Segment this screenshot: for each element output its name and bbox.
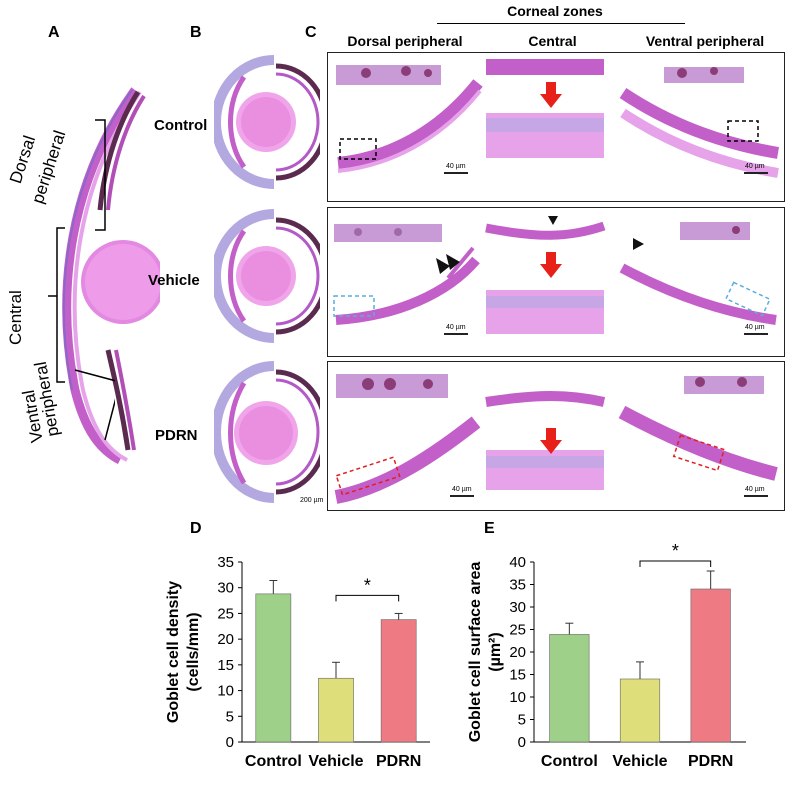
scale-label: 40 µm (745, 486, 765, 493)
panel-b-scale-label: 200 µm (300, 497, 324, 504)
y-tick-label: 40 (509, 554, 526, 571)
panel-b-eye-vehicle (214, 209, 320, 343)
x-tick-label: PDRN (376, 753, 421, 770)
panel-c-histology-vehicle (333, 216, 777, 334)
red-arrow-icon (540, 82, 562, 108)
scale-label: 40 µm (745, 163, 765, 170)
bar (318, 677, 354, 743)
bar (255, 593, 292, 743)
panel-label-e: E (484, 520, 495, 537)
scale-bar (444, 333, 468, 335)
y-tick-label: 10 (217, 683, 234, 700)
red-arrow-icon (540, 252, 562, 278)
scale-bar (744, 333, 768, 335)
scale-label: 40 µm (745, 324, 765, 331)
row-label-control: Control (154, 117, 208, 134)
panel-label-c: C (305, 24, 317, 41)
y-tick-label: 5 (518, 712, 526, 729)
y-tick-label: 35 (217, 554, 234, 571)
column-ventral-peripheral: Ventral peripheral (645, 33, 765, 49)
panel-a-cornea-image (62, 87, 160, 465)
y-tick-label: 20 (217, 631, 234, 648)
panel-a-central-label: Central (6, 290, 25, 345)
y-tick-label: 10 (509, 689, 526, 706)
goblet-area-chart: 0 5 10 15 20 25 30 35 40 Goblet cell surface area… (467, 541, 746, 770)
row-label-pdrn: PDRN (155, 427, 198, 444)
scale-label: 40 µm (452, 486, 472, 493)
panel-label-b: B (190, 24, 202, 41)
significance-marker: * (672, 541, 679, 561)
scale-bar (744, 495, 768, 497)
row-label-vehicle: Vehicle (148, 272, 200, 289)
bar (549, 634, 590, 743)
y-tick-label: 20 (509, 644, 526, 661)
scale-label: 40 µm (446, 324, 466, 331)
bar (380, 619, 417, 743)
y-tick-label: 30 (509, 599, 526, 616)
corneal-zones-rule (437, 23, 685, 24)
y-axis-label: Goblet cell surface area (467, 562, 484, 743)
y-axis-label: Goblet cell density (165, 581, 182, 723)
y-tick-label: 0 (226, 734, 234, 751)
scale-bar (744, 172, 768, 174)
significance-bracket (335, 594, 400, 602)
significance-bracket (639, 560, 712, 567)
x-tick-label: PDRN (688, 753, 733, 770)
bar (690, 588, 731, 743)
panel-b-eye-control (214, 55, 320, 189)
scale-label: 40 µm (446, 163, 466, 170)
corneal-zones-title: Corneal zones (507, 3, 603, 19)
panel-a-brackets (48, 119, 115, 441)
y-tick-label: 35 (509, 577, 526, 594)
y-tick-label: 25 (217, 605, 234, 622)
y-tick-label: 15 (509, 667, 526, 684)
significance-marker: * (364, 575, 371, 595)
y-tick-label: 15 (217, 657, 234, 674)
scale-bar (450, 495, 474, 497)
panel-label-d: D (190, 520, 202, 537)
panel-b-eye-pdrn (214, 361, 320, 503)
y-axis-label-unit: (cells/mm) (185, 612, 202, 691)
bar (619, 678, 661, 743)
x-tick-label: Control (541, 753, 598, 770)
panel-c-histology-pdrn (334, 374, 778, 504)
y-tick-label: 30 (217, 580, 234, 597)
panel-c-histology-control (336, 59, 779, 178)
y-axis-label-unit: (µm²) (487, 632, 504, 671)
scale-bar (444, 172, 468, 174)
y-tick-label: 5 (226, 708, 234, 725)
x-tick-label: Vehicle (308, 753, 363, 770)
panel-label-a: A (48, 24, 60, 41)
x-tick-label: Vehicle (612, 753, 667, 770)
x-tick-label: Control (245, 753, 302, 770)
y-tick-label: 25 (509, 622, 526, 639)
red-arrow-icon (540, 428, 562, 454)
y-tick-label: 0 (518, 734, 526, 751)
column-central: Central (528, 33, 577, 49)
column-dorsal-peripheral: Dorsal peripheral (347, 33, 463, 49)
